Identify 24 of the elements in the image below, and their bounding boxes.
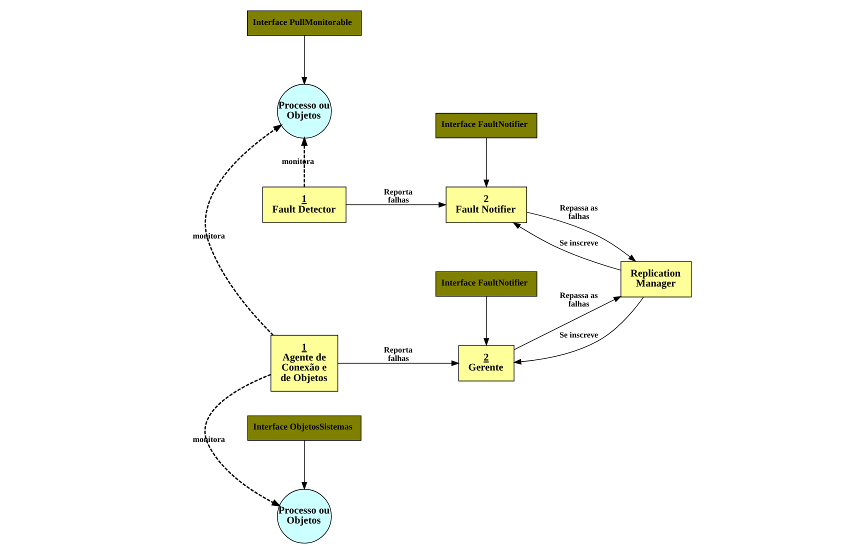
- node-box: 2 Fault Notifier: [446, 186, 528, 223]
- node-box: Interface ObjetosSistemas: [247, 415, 362, 441]
- node-box: Replication Manager: [620, 261, 692, 298]
- arrow: [484, 296, 490, 346]
- arrow: [346, 202, 447, 208]
- node-box: Interface FaultNotifier: [436, 271, 538, 297]
- arrow: [484, 138, 490, 188]
- arrow: [512, 222, 622, 271]
- arrow: [514, 296, 622, 350]
- arrow: [301, 136, 308, 187]
- node-circle: Processo ou Objetos: [277, 84, 332, 139]
- node-box: Interface FaultNotifier: [436, 112, 538, 138]
- arrow: [204, 124, 283, 336]
- node-box: Interface PullMonitorable: [247, 10, 362, 36]
- arrow: [302, 440, 308, 490]
- arrow: [513, 296, 644, 365]
- node-circle: Processo ou Objetos: [277, 488, 332, 544]
- arrow: [204, 374, 282, 507]
- node-box: 2 Gerente: [458, 345, 514, 382]
- arrow: [302, 35, 308, 86]
- node-box: 1 Fault Detector: [262, 186, 346, 223]
- arrow: [526, 212, 636, 262]
- arrow: [338, 360, 460, 366]
- node-box: 1 Agente de Conexão e de Objetos: [270, 334, 338, 392]
